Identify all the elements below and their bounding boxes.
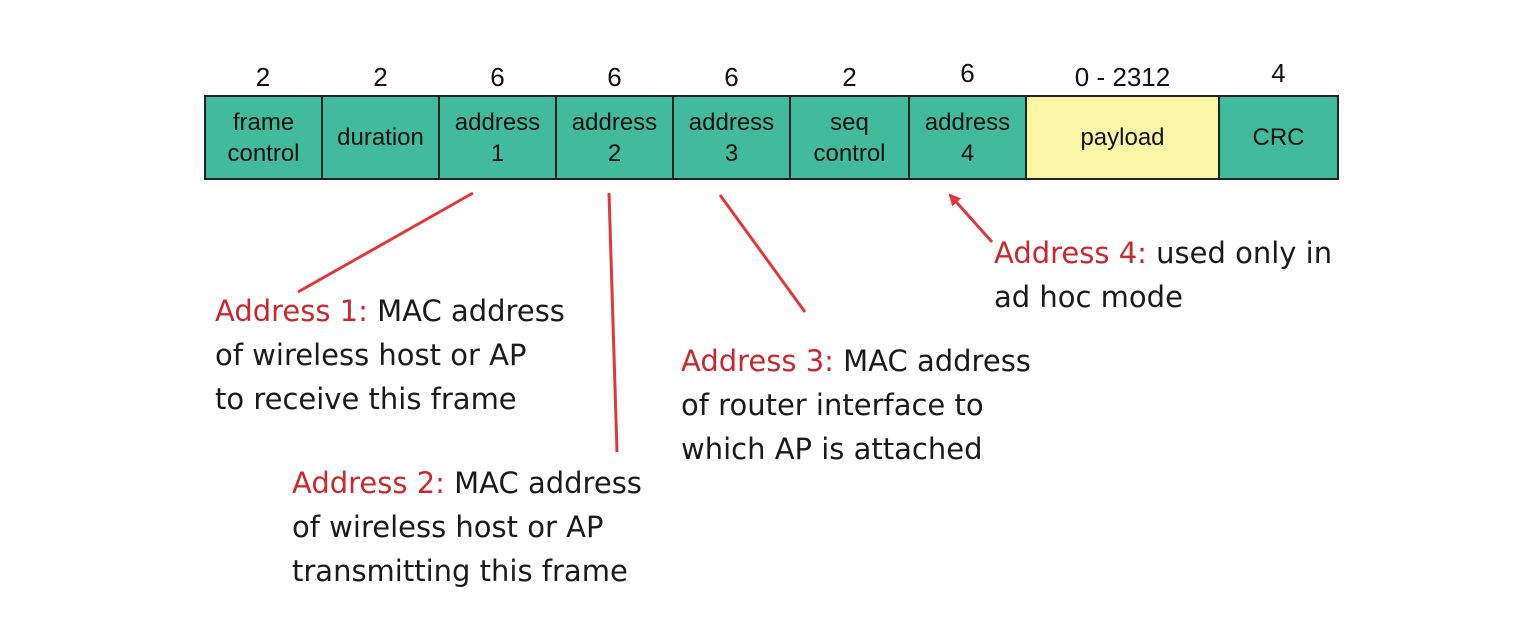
- field-label: address 4: [924, 108, 1011, 167]
- size-label-duration: 2: [373, 62, 388, 92]
- size-label-crc: 4: [1271, 58, 1286, 88]
- connector-address-3: [718, 194, 807, 313]
- annotation-highlight: Address 4:: [994, 236, 1147, 270]
- field-label: payload: [1080, 124, 1165, 151]
- size-label-address-1: 6: [490, 62, 505, 92]
- field-label: CRC: [1252, 124, 1305, 151]
- annotation-text: MAC address: [377, 294, 565, 328]
- annotation-highlight: Address 1:: [215, 294, 368, 328]
- annotation-text: MAC address: [843, 344, 1031, 378]
- size-label-payload: 0 - 2312: [1074, 62, 1171, 92]
- annotation-highlight: Address 3:: [681, 344, 834, 378]
- field-label: seq control: [813, 108, 886, 167]
- connector-address-1: [297, 191, 474, 294]
- field-label: address 3: [688, 108, 775, 167]
- field-address-1: address 1: [438, 95, 557, 180]
- connector-address-4-arrow: [948, 193, 994, 243]
- field-frame-control: frame control: [204, 95, 323, 180]
- connector-address-2: [607, 192, 619, 453]
- field-crc: CRC: [1218, 95, 1339, 180]
- annotation-address-2: Address 2: MAC address of wireless host …: [292, 461, 642, 593]
- annotation-highlight: Address 2:: [292, 466, 445, 500]
- annotation-text: of router interface to: [681, 388, 984, 422]
- size-label-frame-control: 2: [255, 62, 271, 92]
- annotation-address-4: Address 4: used only in ad hoc mode: [994, 231, 1332, 319]
- annotation-text: MAC address: [454, 466, 642, 500]
- annotation-text: which AP is attached: [681, 432, 983, 466]
- size-label-address-4: 6: [960, 58, 975, 88]
- annotation-address-3: Address 3: MAC address of router interfa…: [681, 339, 1031, 471]
- annotation-text: used only in: [1156, 236, 1333, 270]
- field-address-3: address 3: [672, 95, 791, 180]
- field-label: frame control: [227, 108, 300, 167]
- field-label: duration: [337, 124, 424, 151]
- size-label-seq-control: 2: [842, 62, 857, 92]
- field-label: address 1: [454, 108, 541, 167]
- annotation-text: to receive this frame: [215, 382, 517, 416]
- field-address-4: address 4: [908, 95, 1027, 180]
- size-label-address-3: 6: [724, 62, 739, 92]
- annotation-text: of wireless host or AP: [292, 510, 604, 544]
- annotation-text: transmitting this frame: [292, 554, 628, 588]
- size-label-address-2: 6: [607, 62, 622, 92]
- field-seq-control: seq control: [789, 95, 910, 180]
- field-address-2: address 2: [555, 95, 674, 180]
- annotation-address-1: Address 1: MAC address of wireless host …: [215, 289, 565, 421]
- field-payload: payload: [1025, 95, 1220, 180]
- field-label: address 2: [571, 108, 658, 167]
- annotation-text: ad hoc mode: [994, 280, 1183, 314]
- annotation-text: of wireless host or AP: [215, 338, 527, 372]
